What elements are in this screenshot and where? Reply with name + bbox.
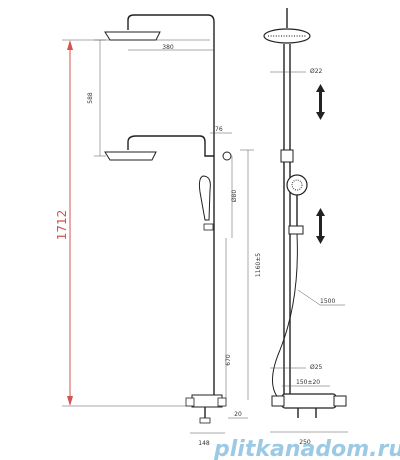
slide-holder (203, 223, 214, 231)
hand-shower-front (286, 174, 308, 196)
arm-length-label: 380 (162, 44, 174, 51)
hose-label: 1500 (320, 298, 335, 305)
base-148-label: 148 (198, 440, 210, 447)
side-view: 1712 588 380 76 Ø80 1160±5 670 (55, 14, 262, 447)
shower-hose (272, 233, 298, 401)
diagonal-label: 1160±5 (255, 253, 262, 277)
adjust-arrow-top (316, 84, 325, 120)
total-height-arrow-top (67, 40, 73, 50)
top-shower-arm (127, 14, 215, 400)
right-handle (333, 395, 347, 407)
pipe-25-label: Ø25 (310, 364, 323, 371)
head-spacing-label: 588 (87, 92, 94, 104)
lower-shower-head (104, 151, 157, 161)
front-slide-holder (288, 225, 304, 235)
lower-label: 670 (225, 354, 232, 366)
pipe-22-label: Ø22 (310, 68, 323, 75)
side-mixer-body (191, 394, 223, 408)
top-shower-head (104, 31, 161, 41)
lower-shower-arm (127, 135, 214, 157)
watermark: plitkanadom.ru (213, 437, 400, 460)
centers-label: 150±20 (296, 379, 320, 386)
front-mixer-body (281, 393, 337, 409)
adjust-arrow-bottom (316, 208, 325, 244)
offset-76-label: 76 (215, 126, 223, 133)
wall-bracket (280, 149, 294, 163)
height-880-label: Ø80 (231, 190, 238, 203)
diverter-knob (222, 151, 232, 161)
depth-20-label: 20 (234, 411, 242, 418)
left-handle (271, 395, 285, 407)
front-view: Ø22 1500 Ø25 150±20 (263, 8, 348, 446)
total-height-arrow-bottom (67, 396, 73, 406)
hand-shower (198, 175, 211, 221)
total-height-label: 1712 (55, 210, 69, 241)
width-250-label: 250 (299, 439, 311, 446)
